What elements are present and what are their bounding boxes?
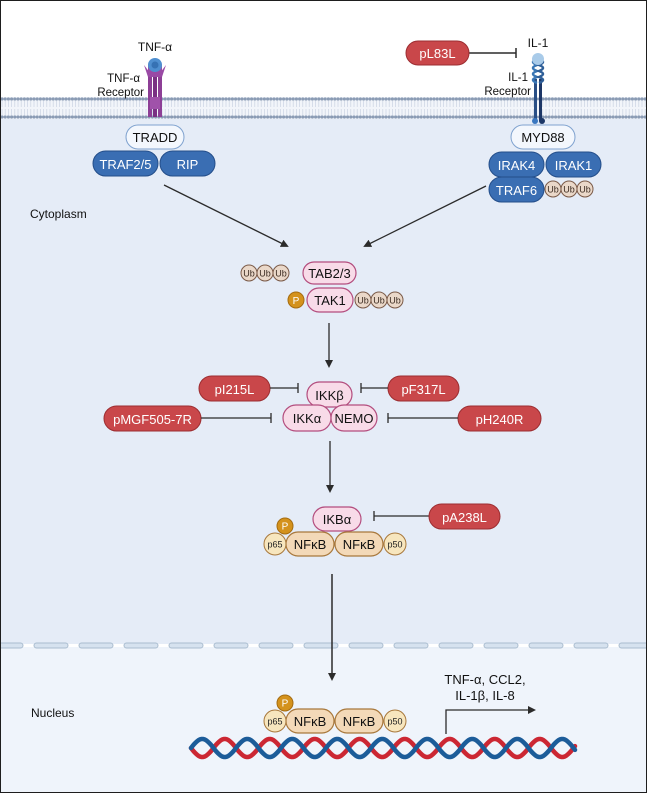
cytoplasm-nfkb-complex: p65 NFκB NFκB p50 P <box>263 517 407 557</box>
traf6-protein <box>488 176 545 203</box>
tnf-receptor-label-2: Receptor <box>97 87 144 99</box>
rip-label: RIP <box>177 157 199 172</box>
tab23-label: TAB2/3 <box>308 266 350 281</box>
ubiquitin-label: Ub <box>389 296 401 306</box>
ubiquitin-label: Ub <box>259 269 271 279</box>
inhibitor-pl83l-label: pL83L <box>419 46 455 61</box>
inhibitor-pa238l-label: pA238L <box>442 510 487 525</box>
irak1-label: IRAK1 <box>555 158 593 173</box>
nucleus-label: Nucleus <box>31 706 74 720</box>
arrow-tnf-to-tak <box>163 184 289 247</box>
ubiquitin-label: Ub <box>563 185 575 195</box>
tradd-label: TRADD <box>133 130 178 145</box>
nuclear-envelope <box>1 642 646 649</box>
il1-receptor-label-1: IL-1 <box>508 72 528 84</box>
target-genes-line-2: IL-1β, IL-8 <box>455 688 515 703</box>
ubiquitin-label: Ub <box>243 269 255 279</box>
dna-double-helix <box>188 736 578 760</box>
cytoplasm-label: Cytoplasm <box>30 207 87 221</box>
traf6-label: TRAF6 <box>496 183 537 198</box>
p50-subunit <box>383 709 407 733</box>
myd88-label: MYD88 <box>521 130 564 145</box>
nfkb-label-1: NFκB <box>294 537 327 552</box>
traf25-label: TRAF2/5 <box>99 157 151 172</box>
ikba-label: IKBα <box>323 512 352 527</box>
traf25-protein <box>92 150 159 177</box>
p50-label: p50 <box>387 540 402 550</box>
ubiquitin-label: Ub <box>373 296 385 306</box>
cell-membrane <box>1 97 646 119</box>
il1-receptor <box>531 53 545 124</box>
ubiquitin-icon <box>272 264 290 282</box>
nfkb-subunit-1 <box>285 708 335 734</box>
tab23-protein <box>302 261 357 285</box>
inhibitor-pa238l <box>428 503 501 530</box>
tak1-phospho-icon <box>287 291 305 309</box>
nfkb-label-2: NFκB <box>343 714 376 729</box>
ubiquitin-icon <box>576 180 594 198</box>
ubiquitin-label: Ub <box>547 185 559 195</box>
il1-receptor-label-2: Receptor <box>484 86 531 98</box>
traf6-ubiquitin-chain: Ub Ub Ub <box>544 180 594 198</box>
tradd-protein <box>125 124 185 150</box>
nuclear-nfkb-complex: p65 NFκB NFκB p50 P <box>263 694 407 734</box>
inhibitor-pi215l-label: pI215L <box>215 382 255 397</box>
nfkb-subunit-1 <box>285 531 335 557</box>
p50-label: p50 <box>387 717 402 727</box>
nfkb-label-2: NFκB <box>343 537 376 552</box>
p65-label: p65 <box>267 540 282 550</box>
inhibitor-pf317l-label: pF317L <box>401 382 445 397</box>
target-genes-line-1: TNF-α, CCL2, <box>444 672 525 687</box>
phospho-label: P <box>282 522 289 533</box>
p50-subunit <box>383 532 407 556</box>
myd88-protein <box>510 124 576 150</box>
nfkb-label-1: NFκB <box>294 714 327 729</box>
ubiquitin-icon <box>386 291 404 309</box>
dna-strand-blue <box>188 736 578 760</box>
inhibitor-pmgf505-7r-label: pMGF505-7R <box>113 412 192 427</box>
tnf-receptor <box>144 58 166 117</box>
phospho-label: P <box>282 699 289 710</box>
tak1-protein <box>306 287 354 313</box>
rip-protein <box>159 150 216 177</box>
tnf-receptor-label-1: TNF-α <box>107 73 140 85</box>
il1-label: IL-1 <box>528 36 549 50</box>
ikkb-label: IKKβ <box>315 388 343 403</box>
ikka-label: IKKα <box>293 411 322 426</box>
tak1-label: TAK1 <box>314 293 346 308</box>
ikkb-protein <box>306 381 353 408</box>
irak1-protein <box>545 151 602 178</box>
phospho-icon <box>276 517 294 535</box>
nfkb-subunit-2 <box>334 531 384 557</box>
nemo-label: NEMO <box>335 411 374 426</box>
inhibitor-ph240r-label: pH240R <box>476 412 524 427</box>
phospho-icon <box>276 694 294 712</box>
tak1-ubiquitin-chain: Ub Ub Ub <box>354 291 404 309</box>
dna-strand-red <box>188 736 578 760</box>
tnf-alpha-label: TNF-α <box>138 40 172 54</box>
tak1-phospho-label: P <box>293 296 300 307</box>
transcription-arrow <box>445 706 536 734</box>
inhibitor-pl83l <box>405 40 470 66</box>
p65-label: p65 <box>267 717 282 727</box>
irak4-label: IRAK4 <box>498 158 536 173</box>
arrow-il1-to-tak <box>363 185 487 247</box>
ubiquitin-label: Ub <box>579 185 591 195</box>
ikba-protein <box>312 506 362 532</box>
ubiquitin-label: Ub <box>275 269 287 279</box>
nemo-protein <box>330 404 378 432</box>
nfkb-subunit-2 <box>334 708 384 734</box>
ubiquitin-label: Ub <box>357 296 369 306</box>
tab23-ubiquitin-chain: Ub Ub Ub <box>240 264 290 282</box>
il1-ligand-icon <box>532 53 544 65</box>
